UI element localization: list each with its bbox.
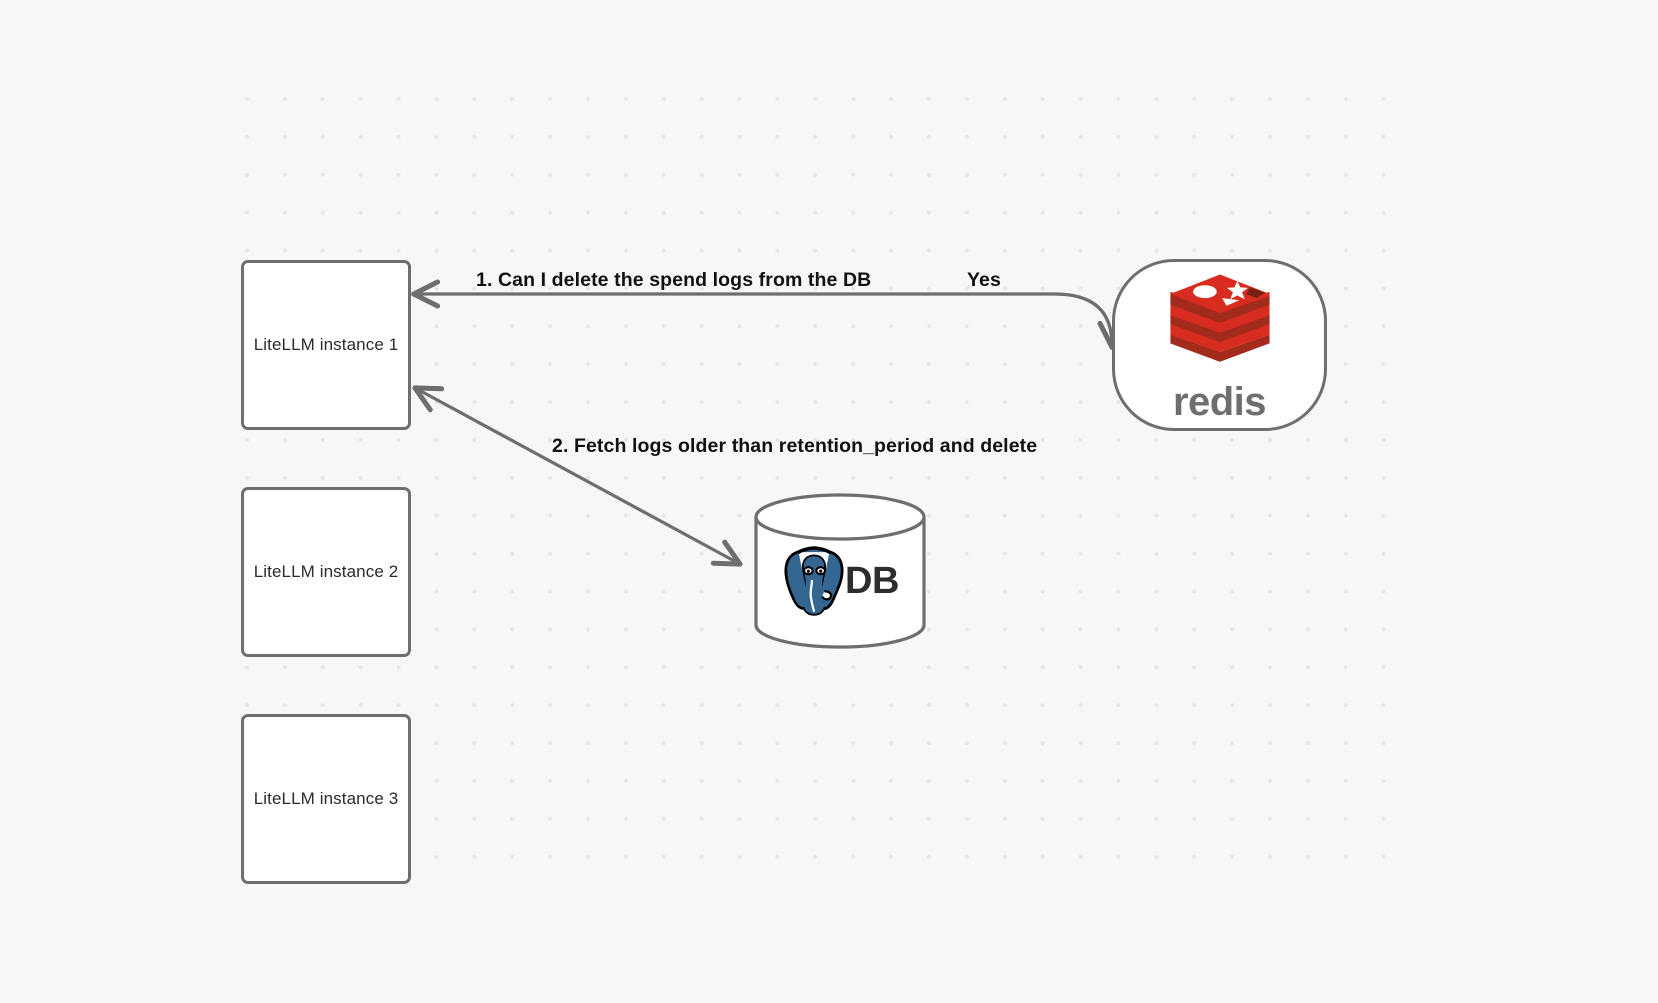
edge-label-step-1-reply: Yes [967, 269, 1001, 291]
edge-label-step-1: 1. Can I delete the spend logs from the … [476, 269, 872, 291]
node-redis[interactable]: redis [1112, 259, 1327, 431]
redis-logo-icon [1169, 274, 1270, 362]
node-litellm-instance-1[interactable]: LiteLLM instance 1 [241, 260, 411, 430]
edge-redis-to-litellm1 [416, 294, 1112, 345]
node-db-cylinder[interactable]: DB [753, 492, 927, 650]
redis-wordmark: redis [1172, 380, 1267, 424]
db-label: DB [845, 559, 899, 602]
node-label: LiteLLM instance 3 [253, 789, 399, 808]
node-litellm-instance-2[interactable]: LiteLLM instance 2 [241, 487, 411, 657]
node-label: LiteLLM instance 2 [253, 562, 399, 581]
postgresql-elephant-icon [784, 546, 844, 616]
edge-litellm1-to-db [417, 389, 738, 563]
node-label: LiteLLM instance 1 [253, 335, 399, 354]
edge-label-step-2: 2. Fetch logs older than retention_perio… [552, 435, 1038, 457]
node-litellm-instance-3[interactable]: LiteLLM instance 3 [241, 714, 411, 884]
